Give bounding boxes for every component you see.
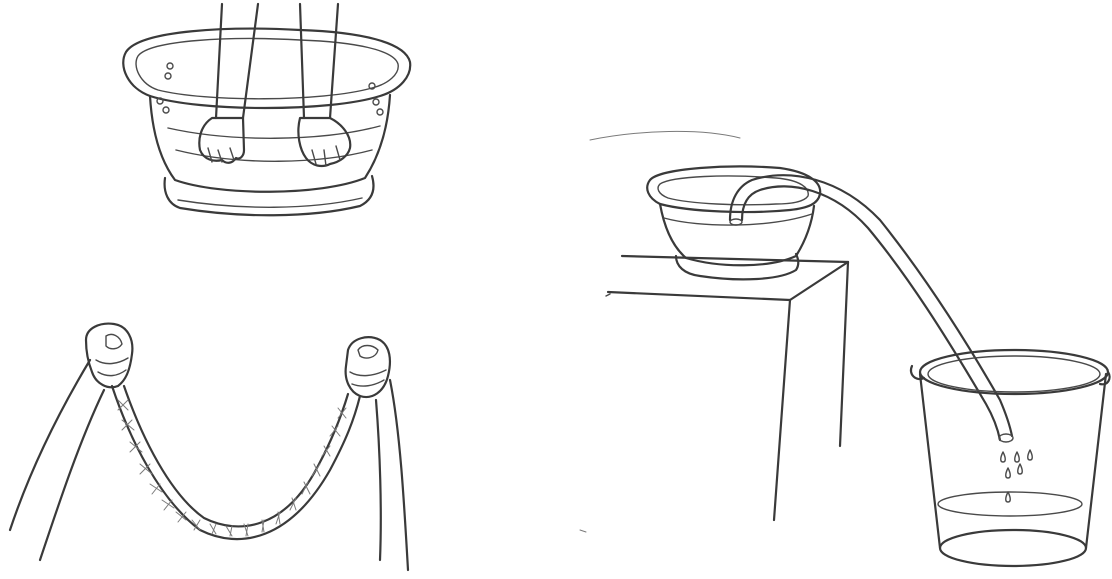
hands-in-basin-illustration [123,4,410,215]
hands-holding-tube-illustration [10,324,408,570]
siphon-setup-illustration [580,131,1110,566]
